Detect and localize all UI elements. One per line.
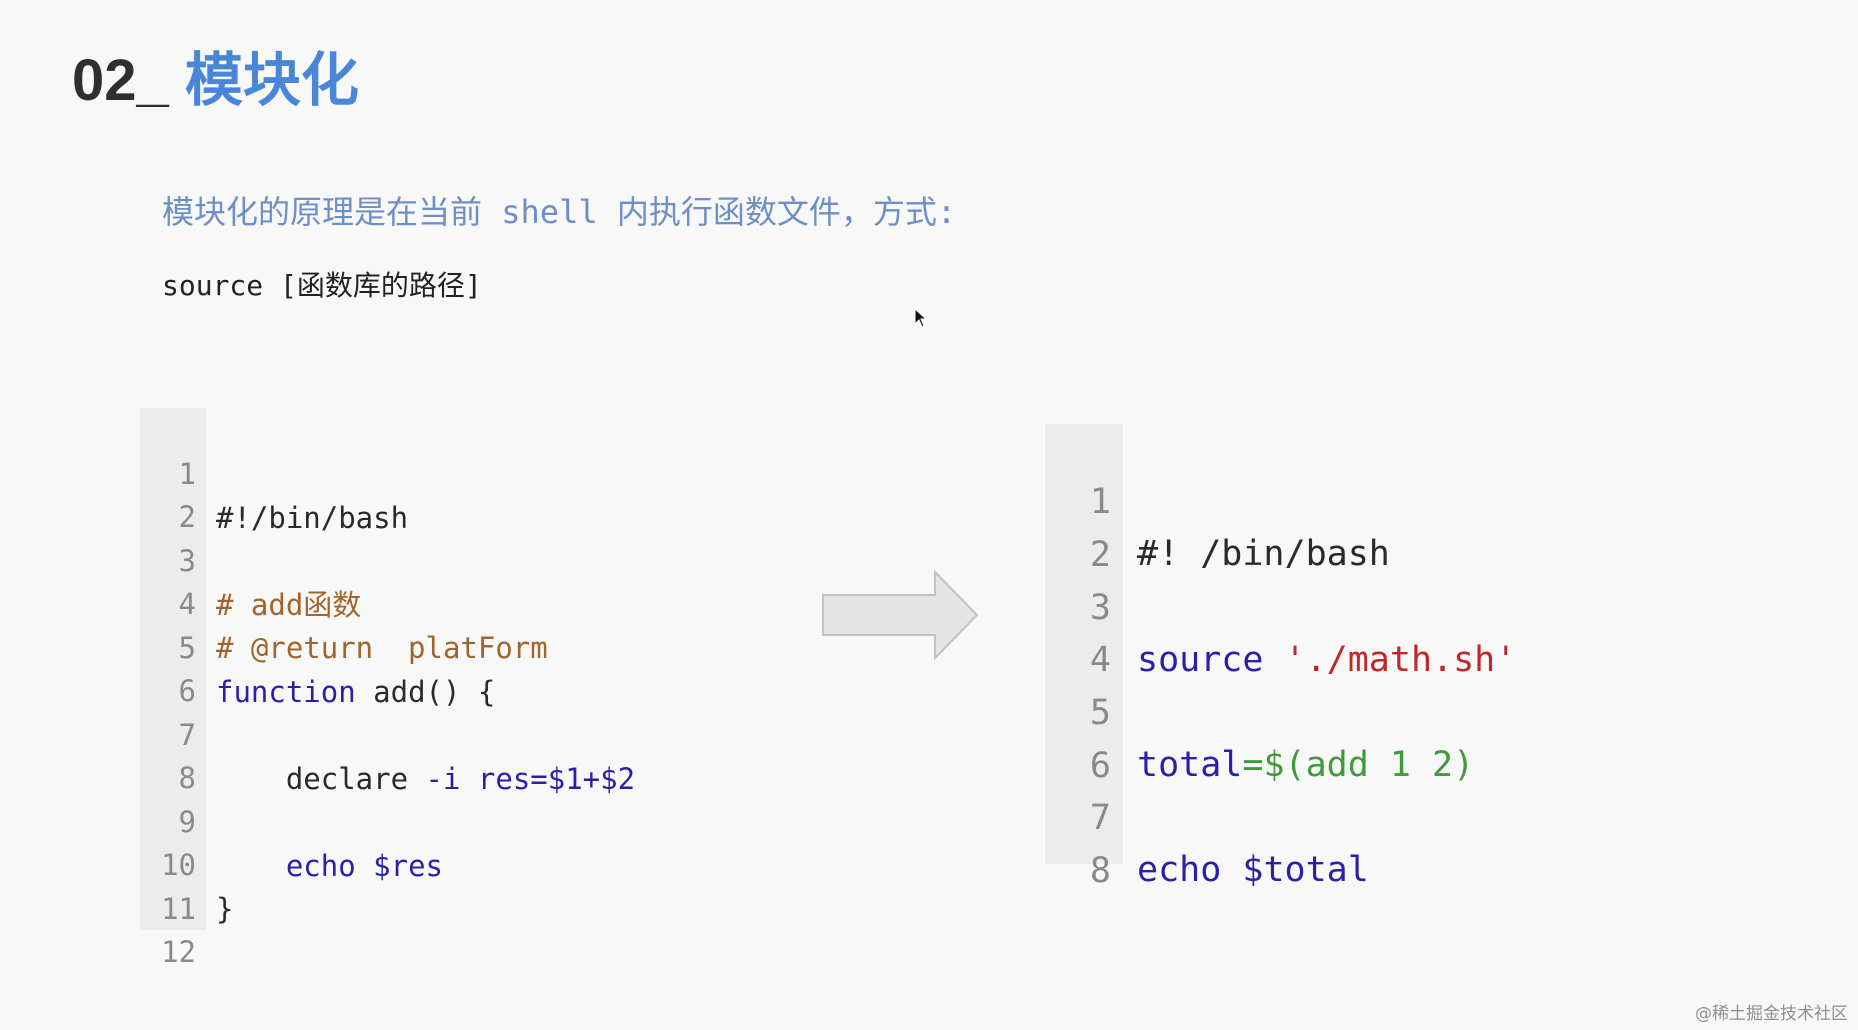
code-text: #! /bin/bash [1137,534,1390,574]
line-number: 8 [1089,851,1111,891]
line-number-gutter [1045,424,1123,864]
code-text: echo $res [216,844,443,888]
code-keyword: echo [285,849,356,883]
line-number: 4 [178,587,196,621]
slide-title: 02_ 模块化 [72,46,359,116]
code-line: 7 echo $total [1045,740,1369,890]
code-line: 2 [1045,477,1129,575]
code-line: 3 # add函数 [140,495,362,622]
right-arrow-icon [822,570,979,660]
code-variable: total [1137,745,1243,785]
code-line: 1 #!/bin/bash [140,408,409,535]
line-number: 2 [178,500,196,534]
code-text: declare [216,762,426,796]
line-number: 9 [178,805,196,839]
code-text: total=$(add 1 2) [1137,739,1474,791]
watermark: @稀土掘金技术社区 [1695,1004,1848,1024]
code-line: 7 declare -i res=$1+$2 [140,669,636,796]
code-text [216,849,286,883]
line-number: 8 [178,761,196,795]
code-keyword: function [216,675,356,709]
code-line: 8 [1045,793,1129,891]
code-line: 9 echo $res [140,756,443,883]
code-text: add() { [355,675,496,709]
intro-text: 模块化的原理是在当前 shell 内执行函数文件，方式: [162,193,957,231]
function-library-code-block: 1 #!/bin/bash 2 3 # add函数 4 # @return pl… [140,408,780,969]
mouse-cursor-icon [914,308,928,328]
code-string: './math.sh' [1284,640,1517,680]
code-line: 5 total=$(add 1 2) [1045,635,1474,785]
code-assignment: res=$1+$2 [477,762,636,796]
code-line: 5 function add() { [140,582,496,709]
code-line: 4 # @return platForm [140,538,548,665]
line-number: 2 [1089,535,1111,575]
line-number: 6 [1089,746,1111,786]
code-line: 6 [1045,688,1129,786]
line-number: 7 [1089,798,1111,838]
line-number: 4 [1089,640,1111,680]
code-text: #!/bin/bash [216,501,409,535]
code-line: 11 [140,843,210,926]
code-space [1263,640,1284,680]
code-line: 10 } [140,799,233,926]
line-number-gutter [140,408,206,930]
code-variable: $res [373,849,443,883]
code-line: 12 [140,886,210,969]
code-space [356,849,373,883]
code-line: 4 [1045,582,1129,680]
code-flag: -i [425,762,461,796]
line-number: 11 [161,892,196,926]
code-comment: # add函数 [216,588,362,622]
code-text: echo $total [1137,844,1369,896]
line-number: 3 [178,544,196,578]
line-number: 7 [178,718,196,752]
line-number: 10 [161,848,196,882]
line-number: 12 [161,935,196,969]
code-line: 8 [140,712,210,795]
code-line: 1 #! /bin/bash [1045,424,1390,574]
code-keyword: echo [1137,850,1222,890]
code-operator: = [1242,745,1264,785]
code-space [460,762,477,796]
line-number: 3 [1089,588,1111,628]
code-space [1221,850,1242,890]
line-number: 6 [178,674,196,708]
code-text: source './math.sh' [1137,634,1516,686]
line-number: 5 [178,631,196,665]
code-line: 6 [140,625,210,708]
slide-title-prefix: 02_ [72,48,169,113]
line-number: 5 [1089,693,1111,733]
code-line: 2 [140,451,210,534]
code-text: } [216,892,234,926]
syntax-text: source [函数库的路径] [162,269,482,302]
main-script-code-block: 1 #! /bin/bash 2 3 source './math.sh' 4 … [1045,424,1645,891]
code-variable: $total [1242,850,1369,890]
line-number: 1 [1089,482,1111,522]
code-text: declare -i res=$1+$2 [216,757,635,801]
code-text: function add() { [216,670,495,714]
line-number: 1 [178,457,196,491]
code-subshell: $(add 1 2) [1263,745,1475,785]
code-line: 3 source './math.sh' [1045,530,1516,680]
slide-title-accent: 模块化 [184,48,359,113]
code-keyword: source [1137,640,1264,680]
code-comment: # @return platForm [216,631,548,665]
